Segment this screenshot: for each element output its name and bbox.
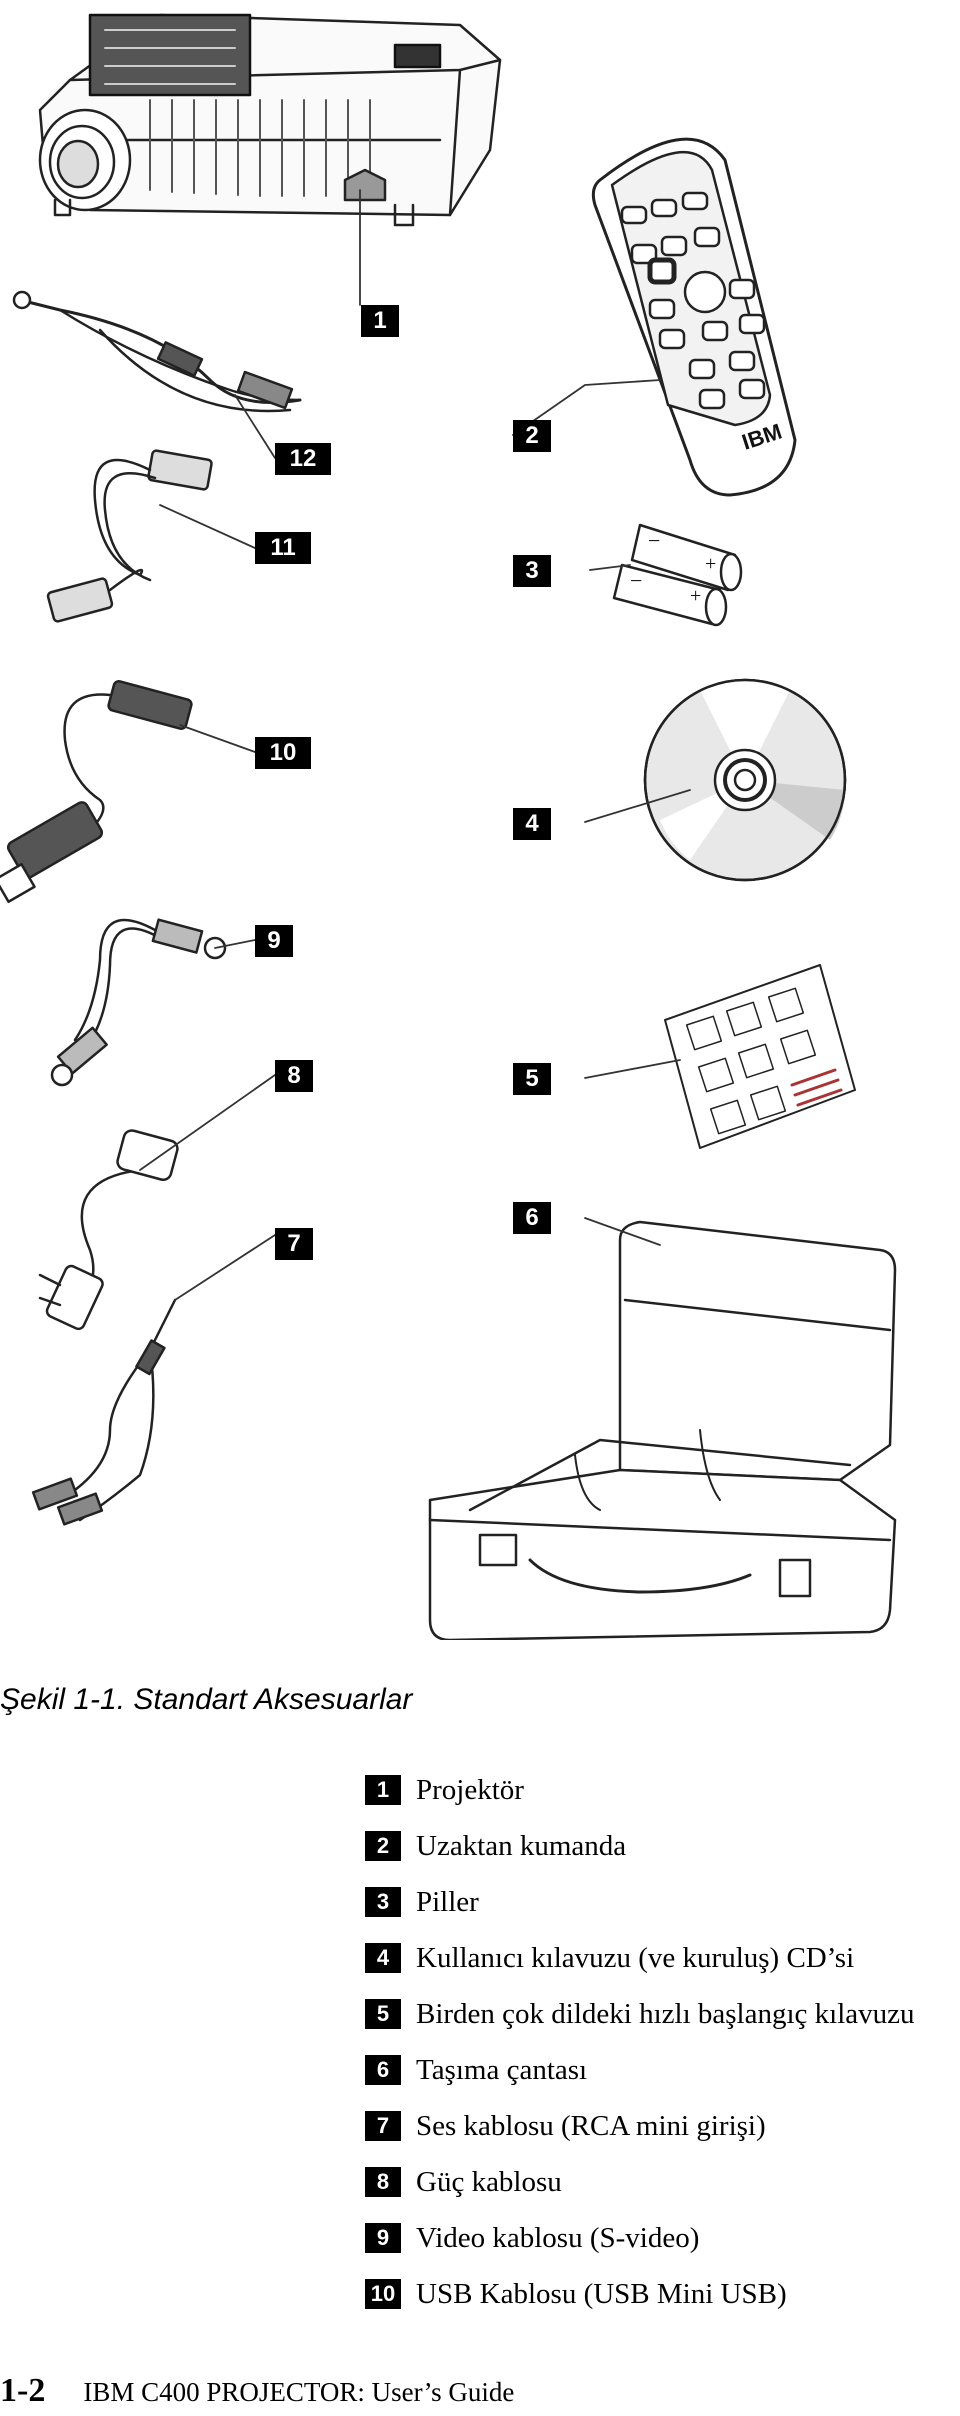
accessories-illustration: IBM − + − + [0, 13, 897, 1642]
legend-item: 8 Güç kablosu [365, 2154, 915, 2210]
callout-6: 6 [513, 1202, 551, 1234]
callout-9: 9 [255, 925, 293, 957]
callout-7: 7 [275, 1228, 313, 1260]
page-number: 1-2 [0, 2372, 46, 2409]
legend-item: 4 Kullanıcı kılavuzu (ve kuruluş) CD’si [365, 1930, 915, 1986]
power-cord-drawing [38, 1129, 179, 1331]
usb-cable-drawing [0, 680, 193, 904]
legend-label: Kullanıcı kılavuzu (ve kuruluş) CD’si [416, 1941, 855, 1974]
footer-title: IBM C400 PROJECTOR: User’s Guide [83, 2377, 515, 2407]
case-drawing [428, 1220, 897, 1642]
legend-label: Uzaktan kumanda [416, 1829, 627, 1862]
legend-label: Video kablosu (S-video) [416, 2221, 700, 2254]
accessory-legend: 1 Projektör 2 Uzaktan kumanda 3 Piller 4 Kul… [365, 1762, 915, 2322]
legend-number: 1 [365, 1775, 401, 1805]
figure-caption: Şekil 1-1. Standart Aksesuarlar [0, 1683, 413, 1716]
cd-drawing [643, 678, 847, 882]
audio-cable-drawing [12, 290, 302, 413]
legend-label: Projektör [416, 1773, 524, 1806]
battery-plus-1: + [705, 553, 716, 575]
legend-label: Piller [416, 1885, 479, 1918]
legend-label: Güç kablosu [416, 2165, 562, 2198]
legend-item: 6 Taşıma çantası [365, 2042, 915, 2098]
svideo-cable-drawing [50, 918, 227, 1087]
callout-4: 4 [513, 808, 551, 840]
rca-cable-drawing [31, 1298, 177, 1526]
legend-label: USB Kablosu (USB Mini USB) [416, 2277, 787, 2310]
legend-item: 5 Birden çok dildeki hızlı başlangıç kıla… [365, 1986, 915, 2042]
vga-cable-drawing [46, 449, 213, 623]
legend-item: 7 Ses kablosu (RCA mini girişi) [365, 2098, 915, 2154]
callout-12: 12 [275, 443, 331, 475]
battery-minus-2: − [630, 568, 642, 593]
legend-number: 7 [365, 2111, 401, 2141]
projector-drawing [38, 13, 502, 227]
legend-label: Birden çok dildeki hızlı başlangıç kılav… [416, 1997, 915, 2030]
legend-number: 2 [365, 1831, 401, 1861]
callout-3: 3 [513, 555, 551, 587]
legend-number: 10 [365, 2279, 401, 2309]
callout-11: 11 [255, 532, 311, 564]
legend-number: 6 [365, 2055, 401, 2085]
legend-item: 2 Uzaktan kumanda [365, 1818, 915, 1874]
legend-label: Taşıma çantası [416, 2053, 588, 2086]
battery-plus-2: + [690, 585, 701, 607]
legend-item: 9 Video kablosu (S-video) [365, 2210, 915, 2266]
legend-number: 9 [365, 2223, 401, 2253]
callout-2: 2 [513, 420, 551, 452]
callout-10: 10 [255, 737, 311, 769]
legend-number: 8 [365, 2167, 401, 2197]
page-footer: 1-2 IBM C400 PROJECTOR: User’s Guide [0, 2372, 514, 2410]
legend-number: 3 [365, 1887, 401, 1917]
legend-label: Ses kablosu (RCA mini girişi) [416, 2109, 766, 2142]
legend-number: 4 [365, 1943, 401, 1973]
remote-drawing [591, 137, 797, 497]
battery-minus-1: − [648, 528, 660, 553]
callout-5: 5 [513, 1063, 551, 1095]
batteries-drawing [612, 523, 743, 627]
legend-item: 3 Piller [365, 1874, 915, 1930]
callout-1: 1 [361, 305, 399, 337]
guide-drawing [664, 964, 856, 1149]
callout-8: 8 [275, 1060, 313, 1092]
legend-item: 1 Projektör [365, 1762, 915, 1818]
legend-number: 5 [365, 1999, 401, 2029]
legend-item: 10 USB Kablosu (USB Mini USB) [365, 2266, 915, 2322]
